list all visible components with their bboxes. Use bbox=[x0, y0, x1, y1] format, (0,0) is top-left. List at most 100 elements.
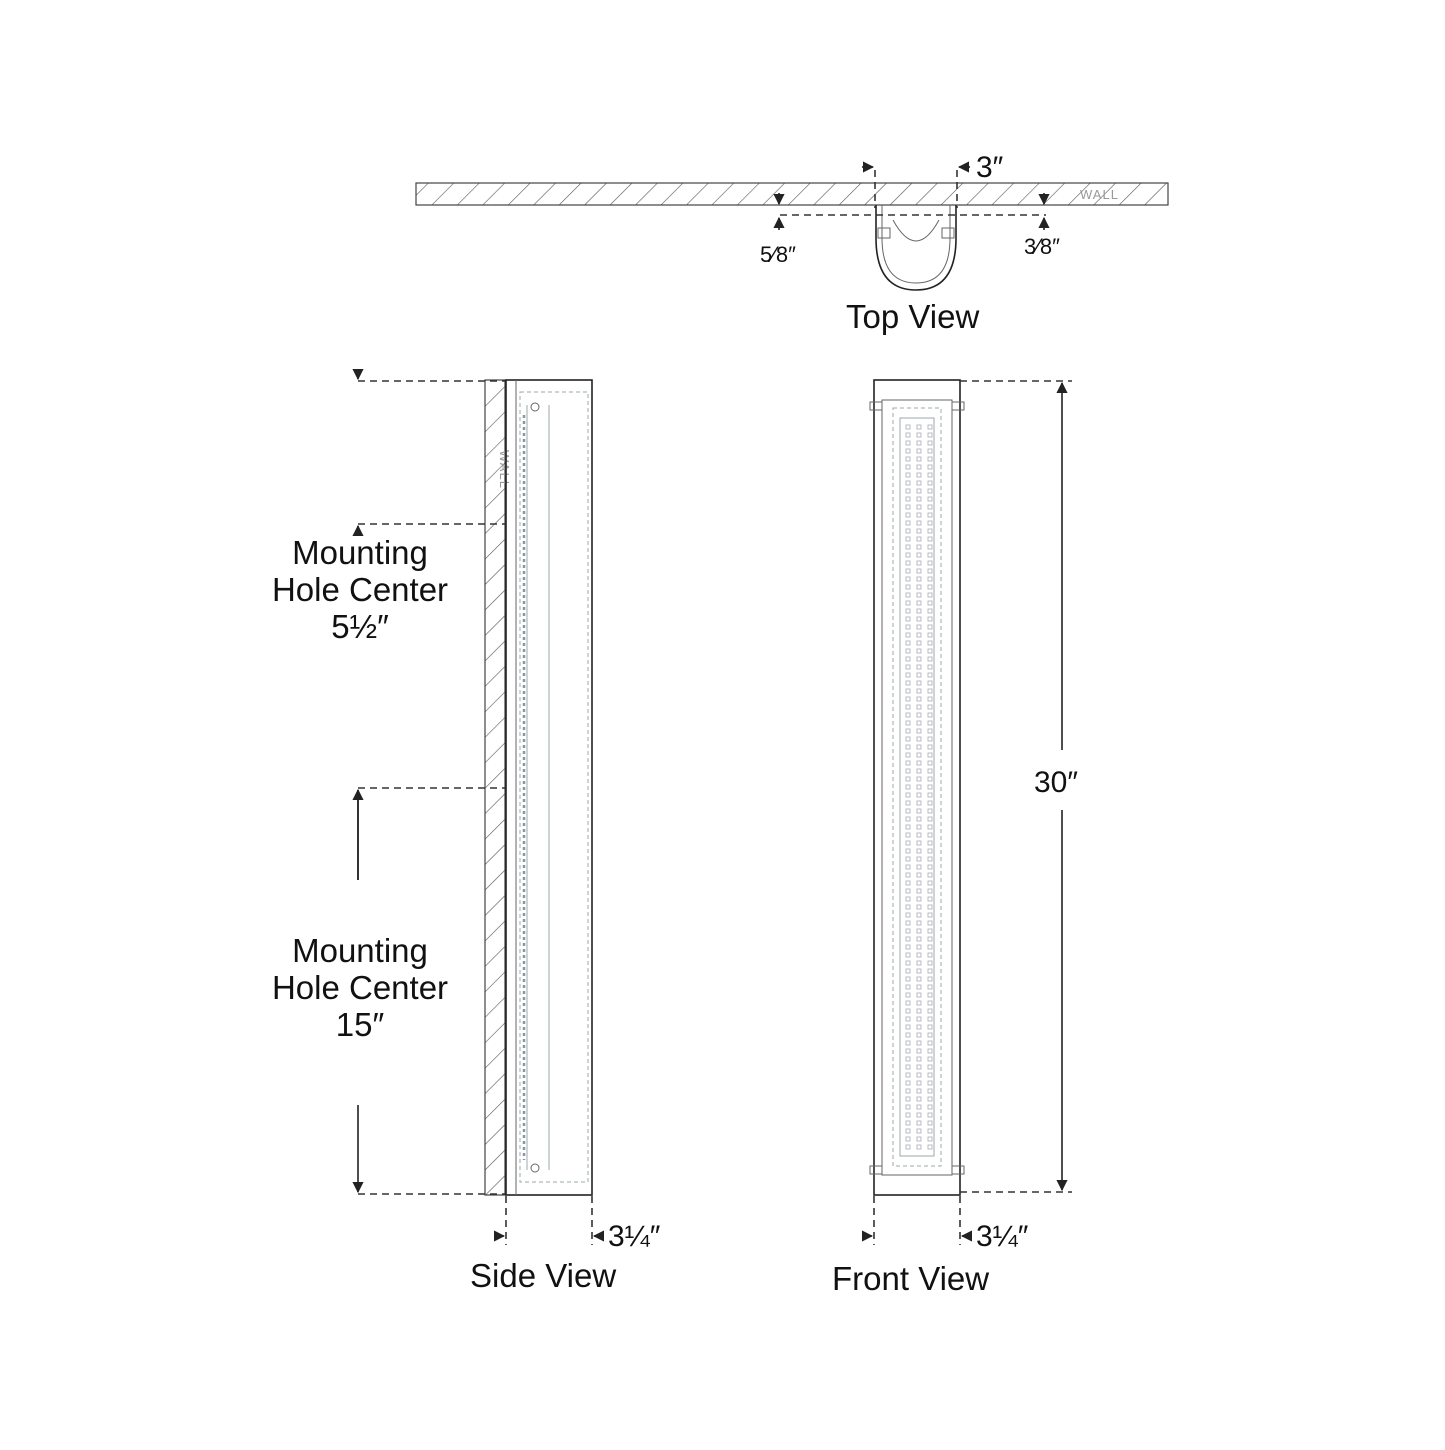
led-dot bbox=[905, 616, 911, 622]
led-dot bbox=[927, 520, 933, 526]
led-dot bbox=[916, 824, 922, 830]
led-dot bbox=[916, 880, 922, 886]
led-dot bbox=[927, 824, 933, 830]
led-dot bbox=[916, 1056, 922, 1062]
led-dot bbox=[905, 592, 911, 598]
led-dot bbox=[927, 832, 933, 838]
led-dot bbox=[916, 888, 922, 894]
side-view-title: Side View bbox=[470, 1257, 616, 1294]
led-dot bbox=[927, 1128, 933, 1134]
led-dot bbox=[905, 920, 911, 926]
led-dot bbox=[905, 752, 911, 758]
led-dot bbox=[905, 864, 911, 870]
led-dot bbox=[905, 624, 911, 630]
svg-text:Mounting: Mounting bbox=[292, 932, 428, 969]
led-dot bbox=[927, 712, 933, 718]
led-dot bbox=[916, 592, 922, 598]
led-dot bbox=[916, 1016, 922, 1022]
led-dot bbox=[916, 560, 922, 566]
led-dot bbox=[927, 600, 933, 606]
led-dot bbox=[916, 512, 922, 518]
led-dot bbox=[905, 488, 911, 494]
led-dot bbox=[927, 1016, 933, 1022]
led-dot bbox=[916, 760, 922, 766]
led-dot bbox=[927, 720, 933, 726]
led-dot bbox=[916, 832, 922, 838]
top-wall bbox=[415, 182, 1169, 206]
led-dot bbox=[916, 720, 922, 726]
led-dot bbox=[905, 432, 911, 438]
led-dot bbox=[927, 512, 933, 518]
led-dot bbox=[916, 632, 922, 638]
led-dot bbox=[916, 784, 922, 790]
led-dot bbox=[905, 776, 911, 782]
led-dot bbox=[905, 952, 911, 958]
led-dot bbox=[916, 864, 922, 870]
led-dot bbox=[927, 680, 933, 686]
led-dot bbox=[905, 1128, 911, 1134]
svg-text:15″: 15″ bbox=[336, 1006, 385, 1043]
led-dot bbox=[916, 552, 922, 558]
led-dot bbox=[916, 1072, 922, 1078]
led-dot bbox=[927, 656, 933, 662]
led-dot bbox=[927, 936, 933, 942]
led-dot bbox=[927, 616, 933, 622]
led-dot bbox=[916, 1104, 922, 1110]
led-dot bbox=[927, 640, 933, 646]
led-dot bbox=[916, 1136, 922, 1142]
led-dot bbox=[905, 824, 911, 830]
led-dot bbox=[916, 544, 922, 550]
svg-text:5½″: 5½″ bbox=[331, 608, 389, 645]
led-dot bbox=[916, 752, 922, 758]
led-dot bbox=[916, 568, 922, 574]
led-dot bbox=[916, 1024, 922, 1030]
led-dot bbox=[927, 1136, 933, 1142]
led-dot bbox=[927, 744, 933, 750]
led-dot bbox=[916, 992, 922, 998]
top-left-offset-label: 5⁄8″ bbox=[760, 242, 796, 267]
led-dot bbox=[905, 1048, 911, 1054]
svg-text:Hole Center: Hole Center bbox=[272, 969, 448, 1006]
front-view: 30″ 3¼″ Front View bbox=[832, 379, 1078, 1297]
led-dot bbox=[916, 1112, 922, 1118]
led-dot bbox=[916, 952, 922, 958]
led-dot bbox=[905, 1032, 911, 1038]
led-dot bbox=[916, 808, 922, 814]
led-dot bbox=[927, 664, 933, 670]
side-depth-dimension: 3¼″ bbox=[493, 1196, 661, 1253]
led-dot bbox=[927, 496, 933, 502]
led-dot bbox=[905, 1024, 911, 1030]
led-dot bbox=[927, 872, 933, 878]
led-dot bbox=[916, 480, 922, 486]
led-dot bbox=[916, 440, 922, 446]
led-dot bbox=[927, 1088, 933, 1094]
led-dot bbox=[916, 1008, 922, 1014]
led-dot bbox=[916, 472, 922, 478]
led-dot bbox=[916, 736, 922, 742]
led-dot bbox=[927, 768, 933, 774]
led-dot bbox=[905, 672, 911, 678]
led-dot bbox=[927, 472, 933, 478]
led-dot bbox=[927, 960, 933, 966]
led-dot bbox=[905, 608, 911, 614]
led-dot bbox=[927, 880, 933, 886]
led-dot bbox=[905, 1040, 911, 1046]
top-wall-label: WALL bbox=[1080, 187, 1119, 202]
led-dot bbox=[905, 912, 911, 918]
led-dot bbox=[905, 728, 911, 734]
led-dot bbox=[905, 512, 911, 518]
led-dot bbox=[916, 1000, 922, 1006]
led-dot bbox=[916, 1096, 922, 1102]
led-dot bbox=[916, 648, 922, 654]
led-dot bbox=[927, 1144, 933, 1150]
led-dot bbox=[916, 712, 922, 718]
top-offset-dimensions: 5⁄8″ 3⁄8″ bbox=[760, 193, 1060, 267]
led-dot bbox=[905, 480, 911, 486]
side-fixture bbox=[505, 379, 593, 1196]
led-dot bbox=[927, 864, 933, 870]
side-view: WALL Mounting Hole Center 5½″ bbox=[272, 368, 661, 1294]
led-dot bbox=[905, 712, 911, 718]
led-dot bbox=[916, 792, 922, 798]
led-dot bbox=[927, 672, 933, 678]
led-dot bbox=[905, 792, 911, 798]
